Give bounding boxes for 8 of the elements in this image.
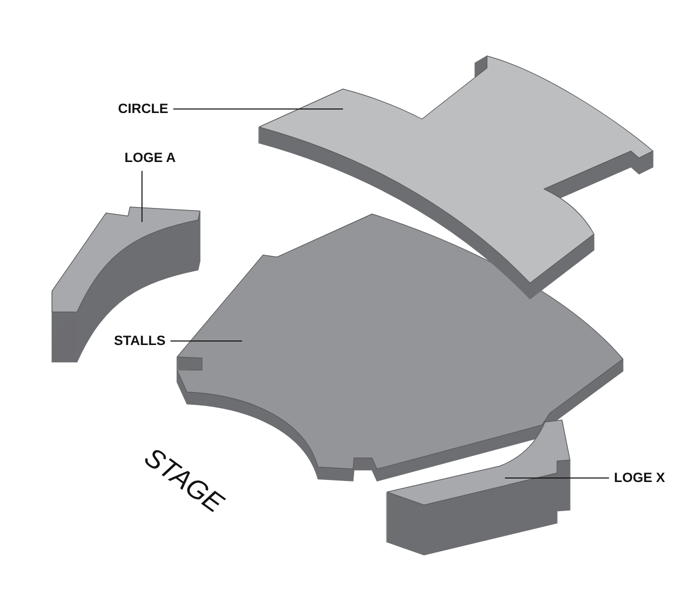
- seating-section: [52, 206, 200, 362]
- seating-section: [386, 420, 570, 556]
- seating-section: [258, 56, 654, 300]
- section-label: STALLS: [114, 334, 166, 348]
- section-label: LOGE A: [124, 151, 176, 166]
- section-label: CIRCLE: [118, 102, 168, 116]
- leader-line: [170, 340, 242, 342]
- section-label: LOGE X: [614, 470, 666, 486]
